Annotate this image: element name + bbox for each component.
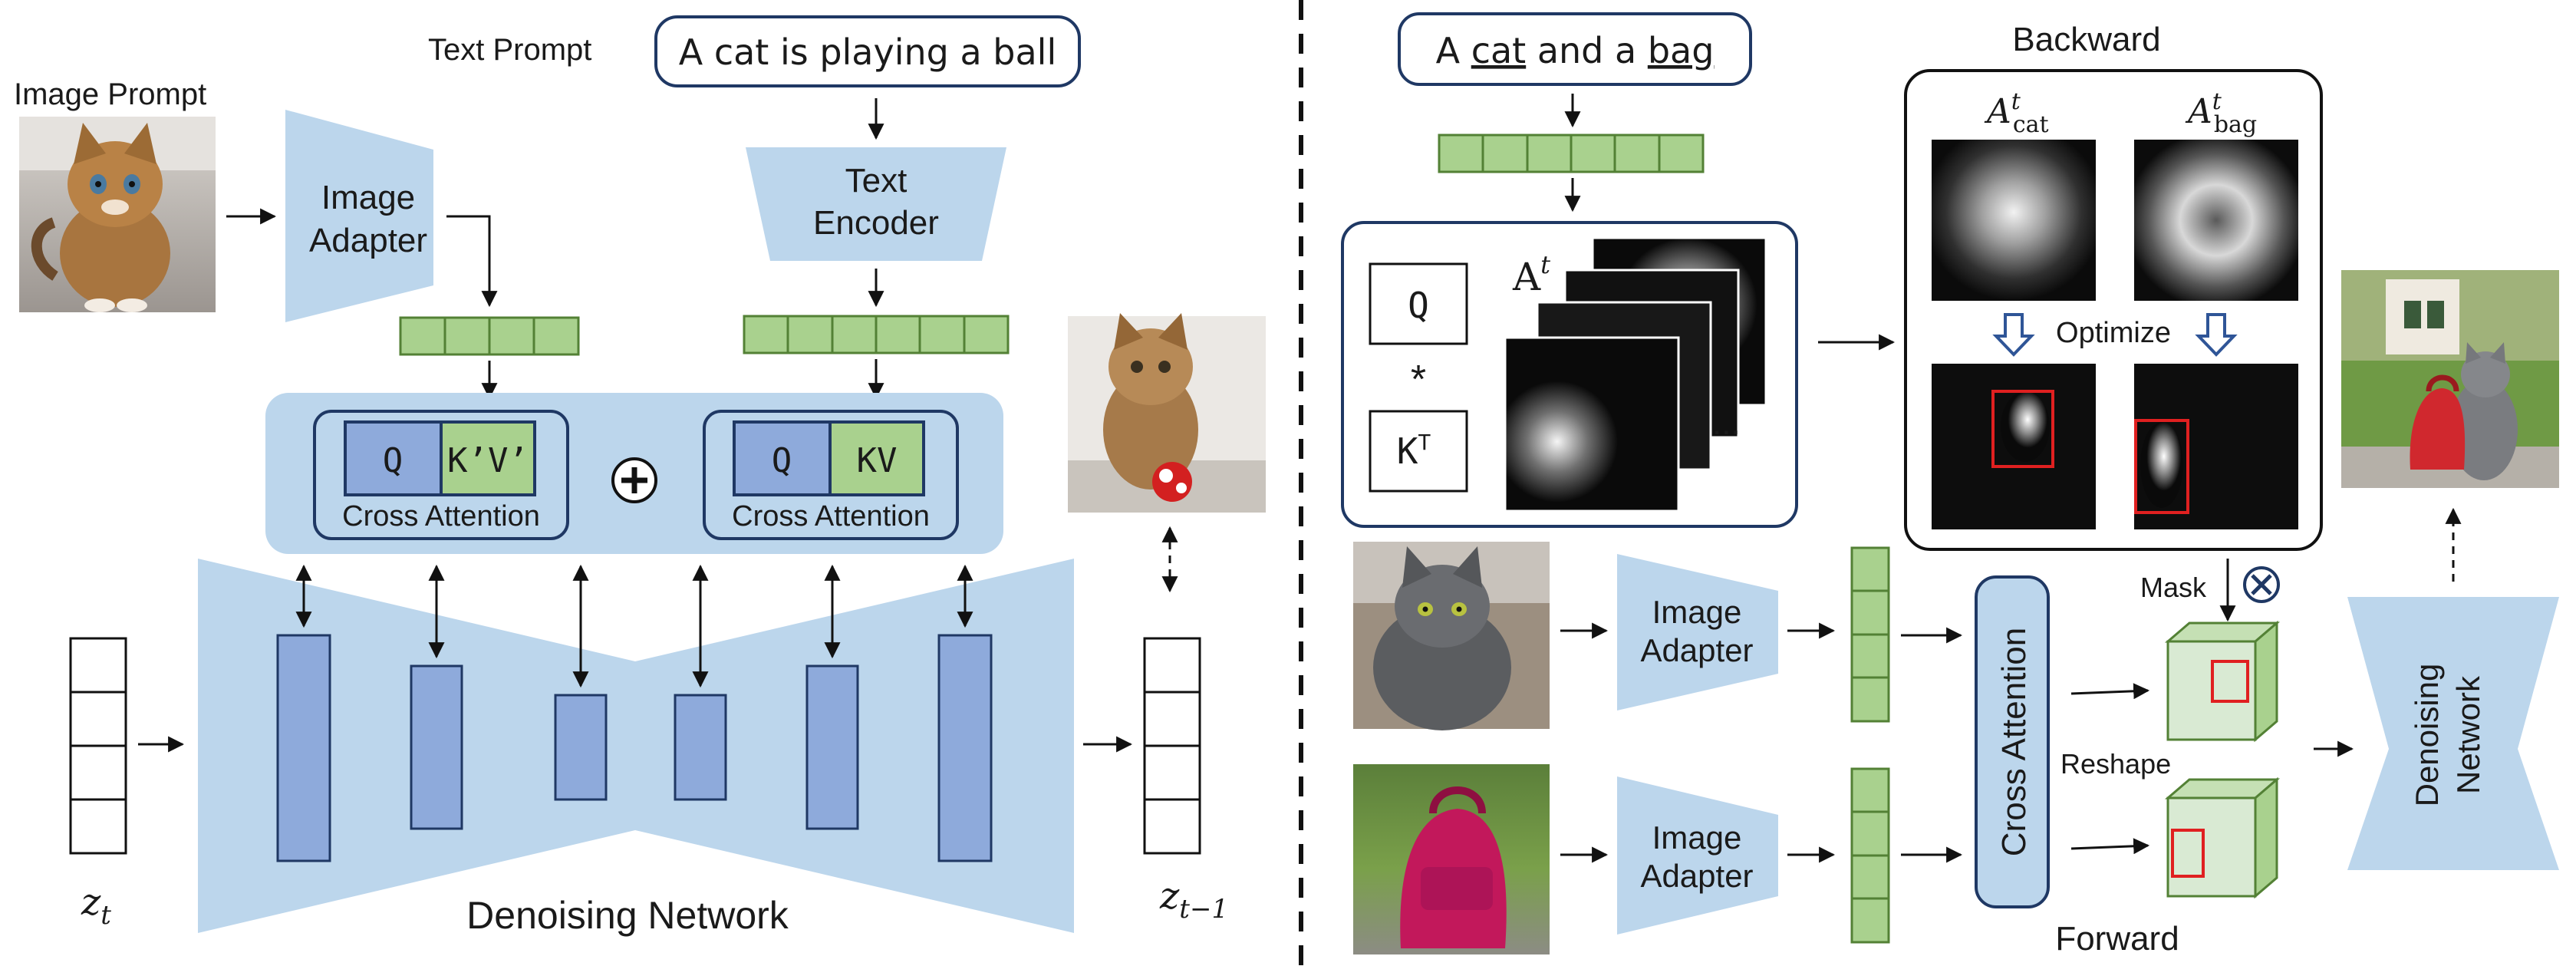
add-icon [611, 457, 657, 503]
unet-block-3 [554, 694, 608, 801]
forward-label: Forward [2055, 920, 2179, 958]
ca2-label: Cross Attention [732, 500, 930, 532]
ca1-q-box [344, 420, 443, 496]
ca2-q-label: Q [772, 441, 792, 480]
reshape-label: Reshape [2060, 748, 2171, 780]
image-adapter-left [285, 110, 433, 322]
attention-map-bag [2134, 140, 2298, 301]
query-label: Q [1408, 285, 1429, 326]
image-adapter-right-2-label-2: Adapter [1640, 858, 1753, 894]
image-prompt-label: Image Prompt [14, 77, 206, 111]
reference-image-cat [1353, 542, 1550, 730]
attention-map-stack: ... [1504, 236, 1767, 513]
optimized-bag-blob [2140, 422, 2183, 508]
cat-bbox [1991, 390, 2054, 468]
optimize-arrow-bag [2195, 313, 2238, 357]
output-image-cat-bag [2341, 270, 2559, 488]
ca1-kv-box [440, 420, 536, 496]
text-prompt-content: A cat is playing a ball [679, 31, 1057, 73]
attention-maps-label: At [1512, 250, 1550, 299]
z-t-label: zt [81, 881, 111, 931]
unet-block-1 [276, 634, 331, 862]
feature-cube-2 [2164, 776, 2281, 899]
denoising-network-label: Denoising Network [466, 894, 789, 937]
multiply-symbol: * [1411, 358, 1426, 402]
cross-attention-block-2 [703, 410, 959, 540]
cross-attention-vertical [1975, 575, 2050, 908]
unet-block-5 [805, 664, 859, 830]
denoising-network-left [198, 559, 1074, 933]
multiply-icon [2243, 566, 2280, 603]
denoising-right-label-2: Network [2450, 675, 2486, 794]
denoising-right-label-1: Denoising [2409, 664, 2445, 807]
reference-image-bag [1353, 764, 1550, 954]
ellipsis: ... [1712, 404, 1741, 442]
latent-z-t-minus-1 [1143, 637, 1201, 855]
key-label: KT [1397, 430, 1431, 472]
image-adapter-right-1-label-2: Adapter [1640, 632, 1753, 668]
image-token-bar [399, 316, 580, 356]
right-prompt-box [1398, 12, 1752, 86]
text-prompt-box [654, 15, 1081, 87]
image-adapter-right-2 [1617, 776, 1778, 935]
cross-attention-block-1 [313, 410, 569, 540]
ca2-kv-box [828, 420, 925, 496]
ca2-kv-label: KV [857, 441, 898, 480]
ca1-label: Cross Attention [342, 500, 540, 532]
z-t-minus-1-label: zt−1 [1159, 875, 1228, 925]
text-encoder-label-1: Text [845, 162, 908, 199]
image-adapter-left-label-2: Adapter [309, 222, 427, 259]
query-box [1369, 262, 1468, 345]
image-token-column-2 [1850, 767, 1890, 944]
optimized-cat-blob [2001, 391, 2050, 462]
image-adapter-left-label-1: Image [321, 179, 415, 216]
unet-block-2 [410, 664, 463, 830]
cross-attention-vertical-label: Cross Attention [1995, 628, 2033, 856]
key-box [1369, 410, 1468, 493]
ca1-kv-label: K’V’ [447, 441, 529, 480]
image-token-column-1 [1850, 546, 1890, 723]
latent-z-t [69, 637, 127, 855]
bag-bbox [2134, 419, 2189, 514]
optimize-arrow-cat [1992, 313, 2035, 357]
image-adapter-right-1 [1617, 554, 1778, 710]
backward-label: Backward [2012, 21, 2160, 58]
mask-label: Mask [2140, 572, 2207, 603]
output-image-kitten-ball [1068, 313, 1266, 513]
image-adapter-right-1-label-1: Image [1652, 594, 1742, 630]
right-prompt-content: A cat and a bag [1436, 30, 1715, 71]
text-prompt-label: Text Prompt [428, 33, 591, 67]
unet-block-4 [674, 694, 727, 801]
attention-map-cat [1932, 140, 2096, 301]
image-prompt-kitten [19, 117, 216, 312]
text-encoder-label-2: Encoder [813, 204, 939, 242]
right-text-token-bar [1438, 134, 1705, 173]
image-adapter-right-2-label-1: Image [1652, 819, 1742, 856]
optimize-label: Optimize [2056, 317, 2171, 349]
text-token-bar [743, 315, 1010, 354]
text-encoder [746, 147, 1006, 261]
ca1-q-label: Q [383, 441, 404, 480]
feature-cube-1 [2164, 620, 2281, 743]
unet-block-6 [937, 634, 993, 862]
denoising-network-right [2347, 597, 2559, 870]
